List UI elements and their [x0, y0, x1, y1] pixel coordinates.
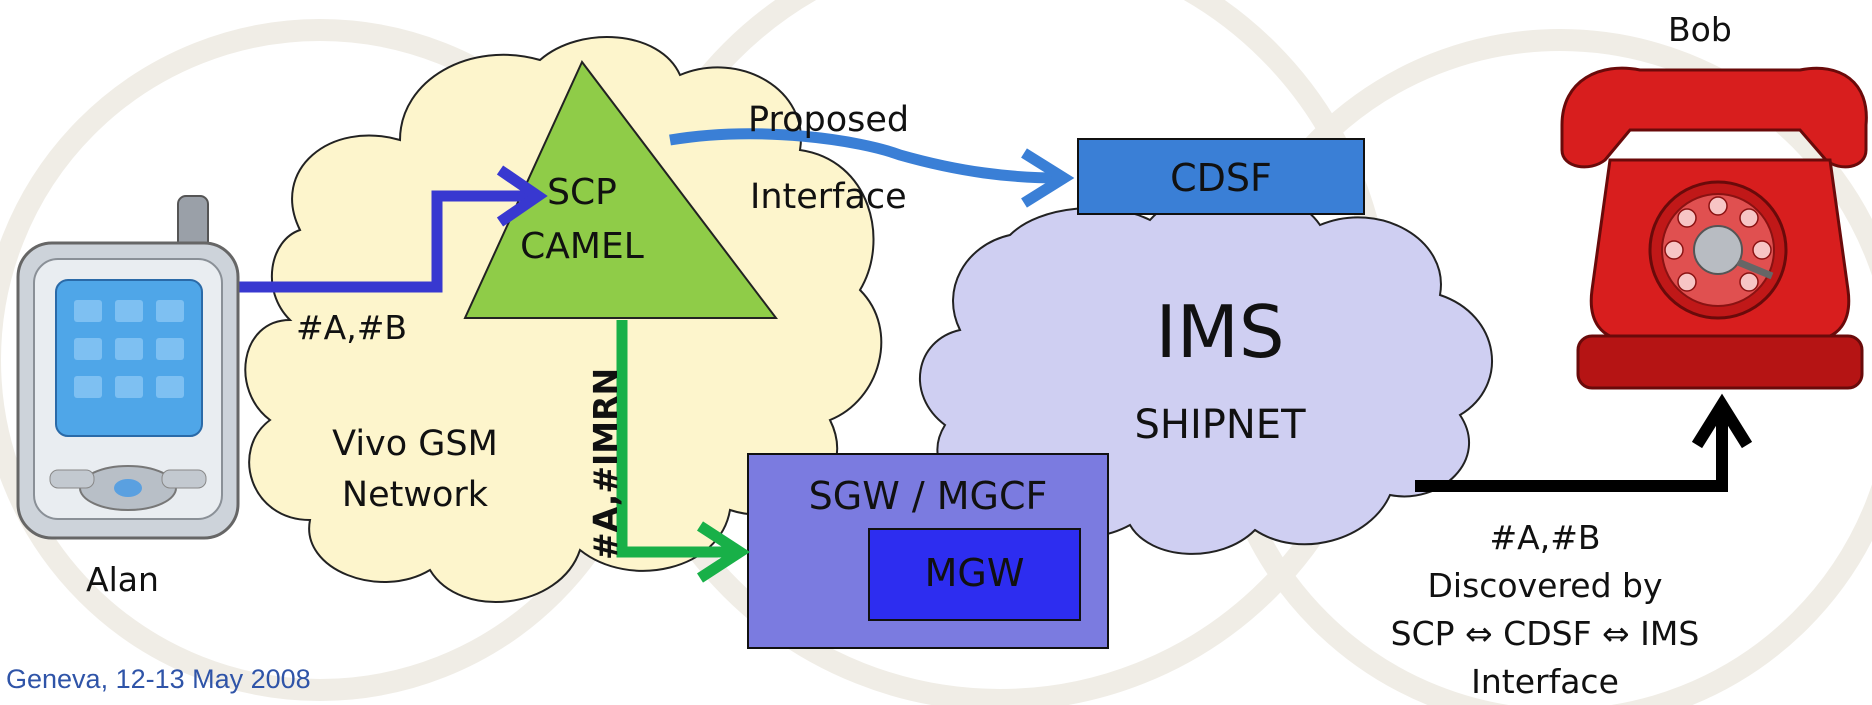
scp-label: SCP [547, 172, 617, 213]
arrow-alan-to-scp-head [496, 165, 548, 227]
interface-label: Interface [750, 177, 907, 217]
rotary-telephone-icon [1560, 66, 1868, 390]
gsm-network-label-line1: Vivo GSM [332, 424, 498, 464]
sgw-mgcf-label: SGW / MGCF [808, 474, 1048, 518]
bob-label: Bob [1668, 10, 1732, 49]
proposed-label: Proposed [748, 100, 910, 140]
arrow-ims-to-bob-head [1691, 393, 1753, 449]
alan-to-scp-label: #A,#B [296, 308, 408, 347]
gsm-network-label-line2: Network [341, 475, 489, 515]
scp-to-sgw-label: #A,#IMRN [586, 367, 625, 560]
cdsf-label: CDSF [1170, 156, 1272, 200]
arrow-ims-to-bob [1415, 410, 1728, 492]
alan-label: Alan [86, 560, 159, 599]
arrow-proposed-interface-head [1021, 148, 1075, 208]
arrow-scp-to-sgw [616, 320, 735, 558]
footer-date: Geneva, 12-13 May 2008 [6, 664, 311, 694]
mgw-label: MGW [924, 551, 1025, 595]
to-bob-label-line4: Interface [1471, 662, 1619, 701]
camel-label: CAMEL [520, 226, 644, 267]
ims-title-label: IMS [1155, 290, 1285, 374]
shipnet-label: SHIPNET [1134, 402, 1306, 448]
mgw-box [868, 528, 1081, 621]
arrow-alan-to-scp [238, 190, 535, 293]
arrow-scp-to-sgw-head [697, 521, 751, 583]
mobile-phone-icon [16, 195, 240, 540]
arrow-proposed-interface [669, 128, 1061, 184]
to-bob-label-line3: SCP ⇔ CDSF ⇔ IMS [1390, 614, 1700, 653]
to-bob-label-line1: #A,#B [1489, 518, 1601, 557]
to-bob-label-line2: Discovered by [1427, 566, 1663, 605]
cdsf-box [1077, 138, 1365, 215]
